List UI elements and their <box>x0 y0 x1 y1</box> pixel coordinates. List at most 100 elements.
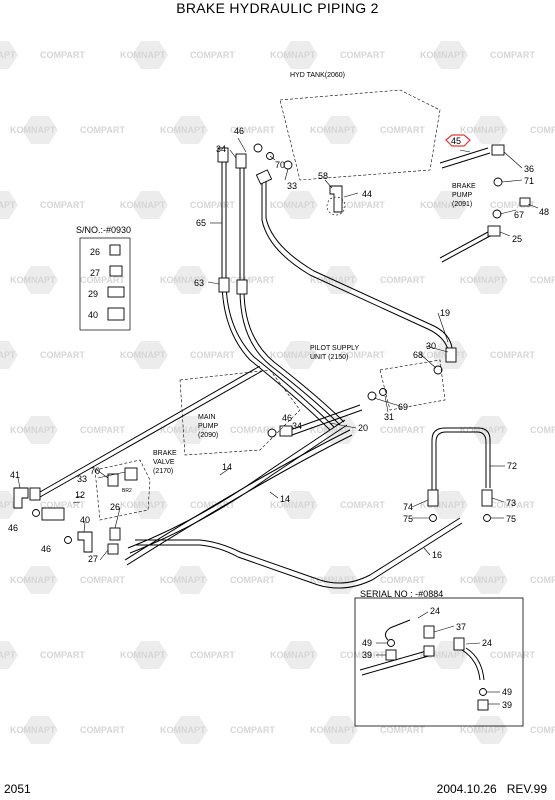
watermark-text: KOMNAPT <box>270 500 316 510</box>
main-pump-label-3: (2090) <box>198 432 218 439</box>
watermark-text: KOMNAPT <box>420 200 466 210</box>
watermark-text: KOMNAPT <box>120 50 166 60</box>
fitting-hose-end <box>217 147 229 163</box>
watermark-text: KOMNAPT <box>310 125 356 135</box>
callout-67: 67 <box>514 210 524 220</box>
o-ring-75b <box>483 514 491 522</box>
watermark-text: COMPART <box>490 200 535 210</box>
watermark-text: KOMNAPT <box>160 725 206 735</box>
tee-73 <box>481 489 493 507</box>
inset-callout-26: 26 <box>90 247 100 257</box>
watermark-text: KOMNAPT <box>270 200 316 210</box>
o-ring-69 <box>367 391 377 401</box>
watermark-text: KOMNAPT <box>420 500 466 510</box>
watermark-hexagon <box>0 641 18 669</box>
watermark-text: KOMNAPT <box>10 275 56 285</box>
fitting-26 <box>109 527 121 541</box>
watermark-text: COMPART <box>190 350 235 360</box>
watermark-hexagon <box>472 116 508 144</box>
watermark-text: KOMNAPT <box>160 575 206 585</box>
diagram-title: BRAKE HYDRAULIC PIPING 2 <box>176 0 379 16</box>
watermark-text: COMPART <box>530 125 555 135</box>
elbow-41 <box>13 487 29 509</box>
watermark-hexagon <box>132 191 168 219</box>
sno-inset-box <box>79 237 131 331</box>
watermark-text: KOMNAPT <box>160 125 206 135</box>
main-pump-label-2: PUMP <box>198 423 219 430</box>
callout-49-left: 49 <box>362 638 372 648</box>
watermark-text: COMPART <box>530 275 555 285</box>
port-code-label: BR2 <box>122 488 132 494</box>
o-ring-71 <box>493 177 503 187</box>
watermark-text: COMPART <box>490 650 535 660</box>
watermark-text: COMPART <box>80 725 125 735</box>
watermark-hexagon <box>472 566 508 594</box>
watermark-text: KOMNAPT <box>120 200 166 210</box>
watermark-text: COMPART <box>190 200 235 210</box>
watermark-text: COMPART <box>80 575 125 585</box>
watermark-hexagon <box>132 491 168 519</box>
callout-14-upper: 14 <box>222 462 232 472</box>
watermark-hexagon <box>282 191 318 219</box>
date-label: 2004.10.26 <box>436 782 497 796</box>
watermark-hexagon <box>472 416 508 444</box>
watermark-hexagon <box>0 41 18 69</box>
watermark-hexagon <box>132 641 168 669</box>
fitting-63b <box>236 279 248 295</box>
watermark-hexagon <box>472 266 508 294</box>
watermark-text: COMPART <box>380 275 425 285</box>
adapter-46 <box>41 507 65 521</box>
callout-numbers: 46 34 70 33 58 44 45 36 71 67 48 25 65 6… <box>8 126 549 710</box>
watermark-hexagon <box>432 491 468 519</box>
callout-34: 34 <box>216 144 226 154</box>
watermark-text: KOMNAPT <box>460 575 506 585</box>
callout-25: 25 <box>512 234 522 244</box>
callout-19: 19 <box>440 308 450 318</box>
brake-pump-label-3: (2091) <box>452 201 472 208</box>
callout-74: 74 <box>403 502 413 512</box>
revision-label: REV.99 <box>506 782 547 796</box>
watermark-hexagon <box>282 491 318 519</box>
watermark-text: COMPART <box>230 575 275 585</box>
o-ring-46 <box>253 143 263 153</box>
sno-inset-label: S/NO.:-#0930 <box>76 225 131 235</box>
callout-71: 71 <box>524 176 534 186</box>
watermark-text: COMPART <box>380 725 425 735</box>
watermark-text: COMPART <box>190 500 235 510</box>
watermark-hexagon <box>172 566 208 594</box>
o-ring-46b <box>267 428 277 438</box>
inset-callout-27: 27 <box>90 268 100 278</box>
watermark-text: COMPART <box>380 425 425 435</box>
watermark-text: KOMNAPT <box>460 425 506 435</box>
highlight-hexagon <box>445 134 471 147</box>
watermark-hexagon <box>472 716 508 744</box>
watermark-text: KOMNAPT <box>310 725 356 735</box>
watermark-text: COMPART <box>230 125 275 135</box>
fitting-70b <box>124 467 138 481</box>
callout-24-right: 24 <box>482 638 492 648</box>
callout-40: 40 <box>80 515 90 525</box>
callout-31: 31 <box>384 412 394 422</box>
callout-58: 58 <box>318 171 328 181</box>
watermark-text: KOMNAPT <box>420 50 466 60</box>
watermark-text: KOMNAPT <box>0 500 16 510</box>
callout-73: 73 <box>506 498 516 508</box>
watermark-text: COMPART <box>340 50 385 60</box>
watermark-text: COMPART <box>40 500 85 510</box>
watermark-text: COMPART <box>40 200 85 210</box>
watermark-hexagon <box>0 341 18 369</box>
watermark-text: KOMNAPT <box>460 275 506 285</box>
callout-46-lower: 46 <box>41 544 51 554</box>
callout-36: 36 <box>524 164 534 174</box>
callout-44: 44 <box>362 189 372 199</box>
callout-41: 41 <box>10 470 20 480</box>
fitting-24b <box>453 637 465 651</box>
watermark-text: KOMNAPT <box>10 125 56 135</box>
o-ring-46c <box>32 509 40 517</box>
callout-14-lower: 14 <box>280 494 290 504</box>
callout-34-main: 34 <box>292 421 302 431</box>
elbow-40 <box>77 531 93 553</box>
watermark-hexagon <box>172 416 208 444</box>
